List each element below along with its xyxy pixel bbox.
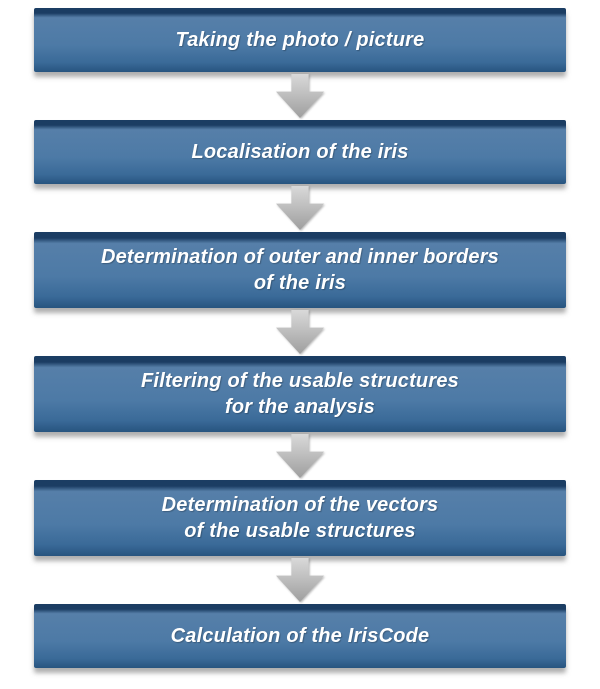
step-borders-determination: Determination of outer and inner borders… <box>34 232 566 308</box>
step-calculation-iriscode: Calculation of the IrisCode <box>34 604 566 668</box>
step-label: Localisation of the iris <box>191 141 409 163</box>
step-filtering-structures: Filtering of the usable structures for t… <box>34 356 566 432</box>
step-label: Filtering of the usable structures for t… <box>141 370 459 418</box>
step-label: Taking the photo / picture <box>175 29 425 51</box>
down-arrow-shape <box>276 310 324 354</box>
down-arrow-icon <box>276 185 324 231</box>
step-label: Calculation of the IrisCode <box>170 625 430 647</box>
down-arrow-shape <box>276 74 324 118</box>
down-arrow-shape <box>276 186 324 230</box>
down-arrow-icon <box>276 309 324 355</box>
step-vectors-determination: Determination of the vectors of the usab… <box>34 480 566 556</box>
down-arrow-shape <box>276 434 324 478</box>
down-arrow-shape <box>276 558 324 602</box>
step-label: Determination of outer and inner borders… <box>100 246 500 294</box>
down-arrow-icon <box>276 73 324 119</box>
down-arrow-icon <box>276 557 324 603</box>
step-localisation: Localisation of the iris <box>34 120 566 184</box>
down-arrow-icon <box>276 433 324 479</box>
step-taking-photo: Taking the photo / picture <box>34 8 566 72</box>
step-label: Determination of the vectors of the usab… <box>161 494 439 542</box>
